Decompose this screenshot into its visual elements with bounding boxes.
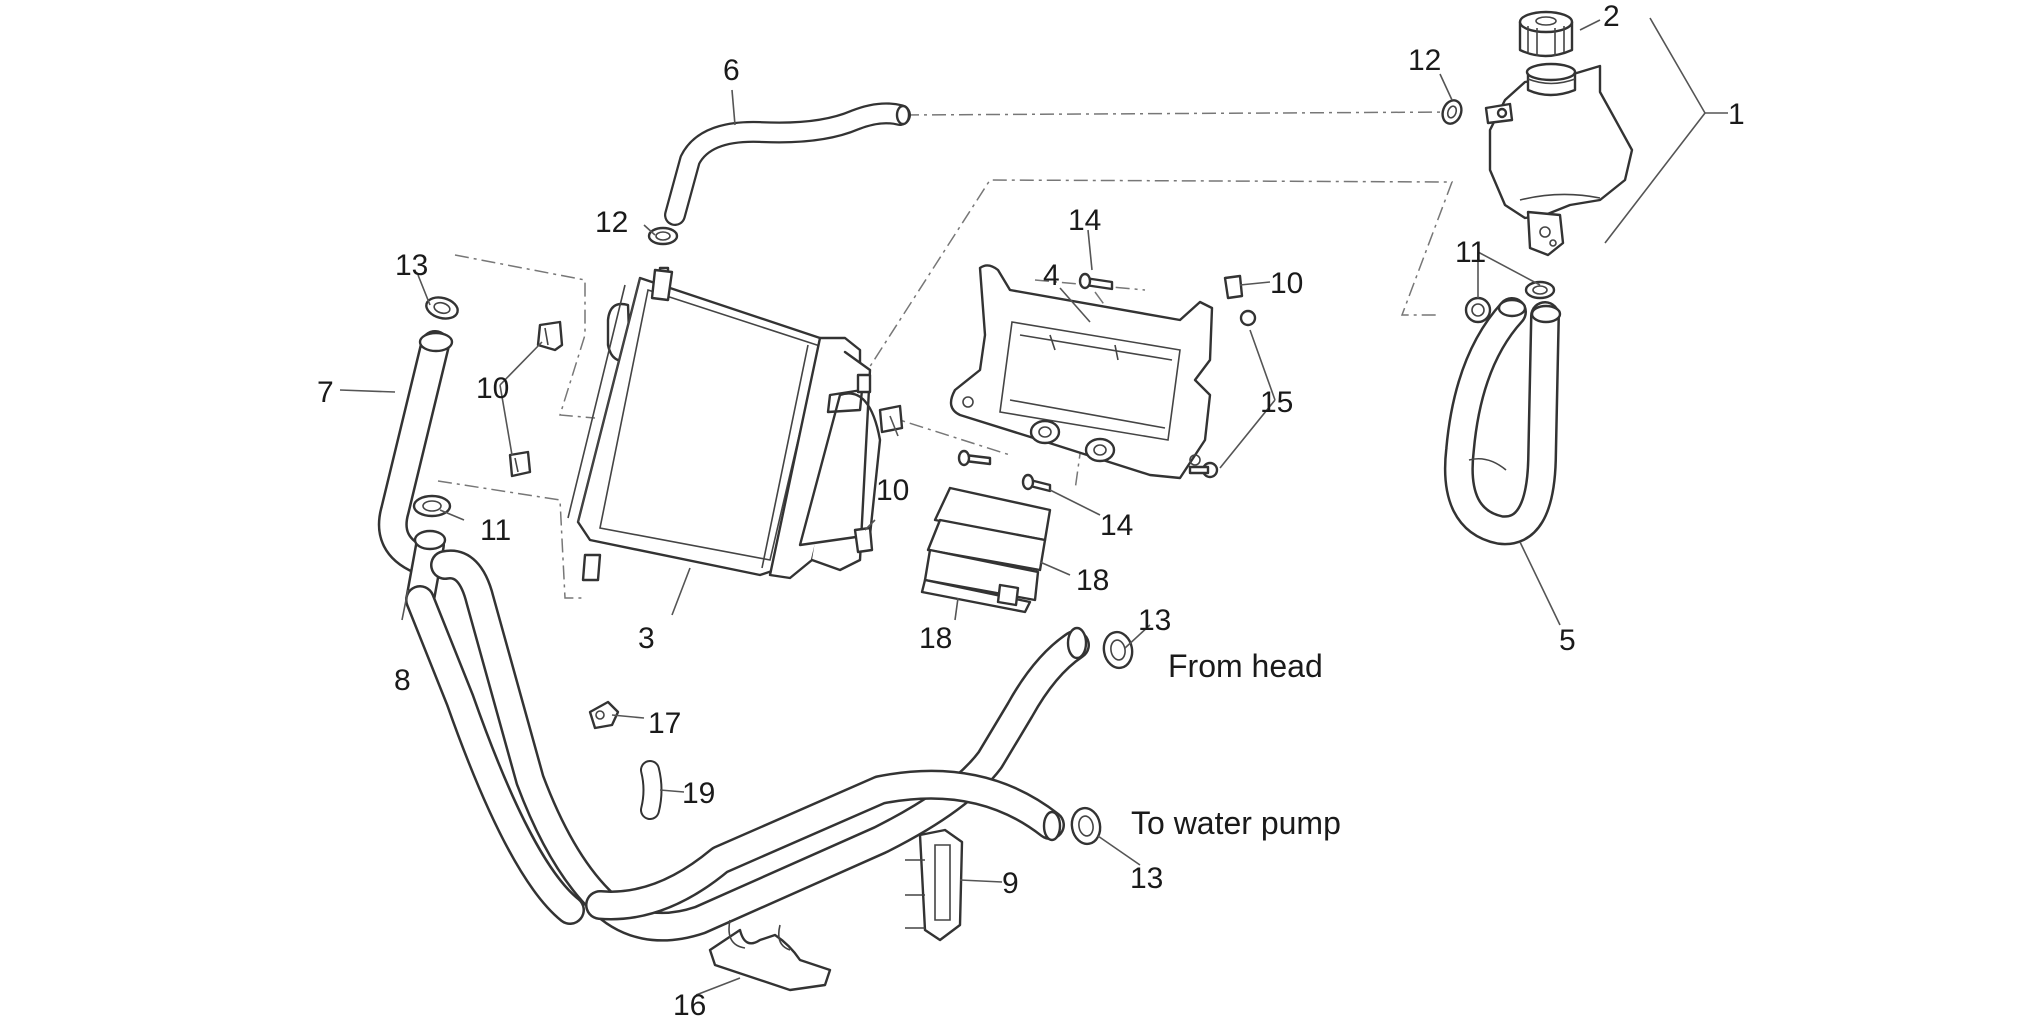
callout-13-head: 13	[1138, 604, 1171, 637]
callout-1: 1	[1728, 98, 1745, 131]
callout-17: 17	[648, 707, 681, 740]
callout-14-top: 14	[1068, 204, 1101, 237]
callout-13-pump: 13	[1130, 862, 1163, 895]
callout-12-left: 12	[595, 206, 628, 239]
leader-lines	[339, 19, 1601, 996]
callout-10-right: 10	[1270, 267, 1303, 300]
callout-5: 5	[1559, 624, 1576, 657]
callout-4: 4	[1043, 259, 1060, 292]
screws	[957, 272, 1257, 493]
callout-19: 19	[682, 777, 715, 810]
callout-labels: 1 2 3 4 5 6 7 8 9 10 10 10 11 11 12 12 1…	[317, 0, 1745, 1022]
upper-hose	[664, 102, 911, 226]
callout-18-left: 18	[919, 622, 952, 655]
callout-10-center: 10	[876, 474, 909, 507]
rubber-pads	[920, 486, 1052, 614]
flow-notes: From head To water pump	[1131, 648, 1341, 841]
callout-16: 16	[673, 989, 706, 1019]
expansion-tank	[1484, 62, 1634, 257]
radiator	[567, 266, 882, 582]
callout-18-right: 18	[1076, 564, 1109, 597]
callout-12-top: 12	[1408, 44, 1441, 77]
callout-11-right: 11	[1455, 236, 1486, 269]
tank-cap	[1518, 10, 1574, 58]
part1-leaders	[1604, 17, 1728, 244]
callout-3: 3	[638, 622, 655, 655]
callout-15: 15	[1260, 386, 1293, 419]
callout-10-left: 10	[476, 372, 509, 405]
callout-13-left: 13	[395, 249, 428, 282]
small-parts	[588, 700, 964, 992]
bracket	[949, 264, 1214, 480]
clips	[508, 274, 1244, 554]
callout-6: 6	[723, 54, 740, 87]
callout-14-bottom: 14	[1100, 509, 1133, 542]
callout-8: 8	[394, 664, 411, 697]
tank-hose	[1443, 297, 1562, 546]
callout-2: 2	[1603, 0, 1620, 33]
callout-11-left: 11	[480, 514, 511, 547]
note-from-head: From head	[1168, 648, 1323, 684]
callout-9: 9	[1002, 867, 1019, 900]
callout-7: 7	[317, 376, 334, 409]
clamps	[412, 99, 1556, 846]
left-hoses	[377, 330, 1090, 942]
note-to-water-pump: To water pump	[1131, 805, 1341, 841]
